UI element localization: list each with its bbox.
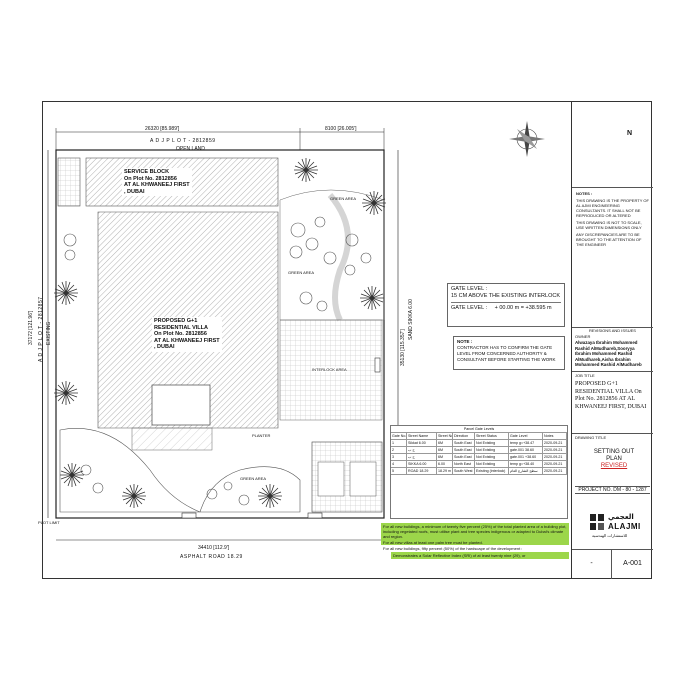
notes-block: NOTES : THIS DRAWING IS THE PROPERTY OF … (576, 191, 649, 247)
project-title: PROPOSED G+1 RESIDENTIAL VILLA On Plot N… (575, 381, 647, 410)
shrubs (63, 216, 372, 506)
green-area-left (59, 428, 201, 513)
table-cell: 4 (391, 461, 407, 468)
table-cell: 6M (437, 447, 453, 454)
interlock-area-label: INTERLOCK AREA (312, 367, 347, 372)
table-cell: South West (453, 468, 475, 475)
plot-limit-label: PLOT LIMIT (38, 520, 60, 525)
logo-subtitle: للاستشارات الهندسية (592, 533, 628, 538)
table-cell: Existing (interlock) (475, 468, 509, 475)
table-cell: 5 (391, 468, 407, 475)
table-cell: gate.001 38.60 (509, 447, 543, 454)
pool-area (151, 384, 211, 426)
table-cell: 2020-09-21 (543, 447, 567, 454)
sand-sikka-label: SAND SIKKA 6.00 (408, 299, 414, 340)
table-cell: 2020-09-21 (543, 468, 567, 475)
owner-name: Alwazaya Ibrahim Mohammed Rashid AlMudha… (575, 340, 642, 367)
dim-right: 35130 [115.357'] (400, 329, 406, 366)
project-number: PROJECT NO. DM - 80 - 1287 (575, 486, 650, 494)
open-land-label: OPEN LAND (176, 146, 205, 152)
dim-left: 37172 [121.96'] (28, 310, 34, 345)
contractor-note: NOTE : CONTRACTOR HAS TO CONFIRM THE GAT… (453, 336, 565, 370)
table-cell: SIKKA 6.00 (407, 461, 437, 468)
dim-top-right: 8100 [26.005'] (325, 126, 357, 132)
green-building-notes: For all new buildings, a minimum of twen… (381, 523, 569, 571)
job-label: JOB TITLE (575, 373, 595, 378)
drawing-label: DRAWING TITLE (575, 435, 607, 440)
table-cell: 6M (437, 454, 453, 461)
table-cell: Street No. (437, 433, 453, 440)
table-cell: Not Existing (475, 440, 509, 447)
table-cell: 2 (391, 447, 407, 454)
planter-label: PLANTER (252, 433, 271, 438)
villa-label: PROPOSED G+1 RESIDENTIAL VILLA On Plot N… (152, 317, 222, 352)
compass-north-label: N (627, 130, 633, 137)
drawing-title: SETTING OUT PLAN REVISED (593, 449, 635, 469)
owner-label: OWNER (575, 334, 591, 339)
table-cell: gate.001 +38.60 (509, 454, 543, 461)
table-cell: temp g=+38.40 (509, 461, 543, 468)
table-cell: Direction (453, 433, 475, 440)
table-cell: 18.29 m (437, 468, 453, 475)
compass-rose (509, 121, 545, 157)
table-cell: Gate Level (509, 433, 543, 440)
table-cell: سطح الشارع العام (509, 468, 543, 475)
table-cell: North East (453, 461, 475, 468)
table-cell: Street Status (475, 433, 509, 440)
sheet-dash: - (572, 549, 612, 579)
table-cell: Not Existing (475, 447, 509, 454)
green-area-label-2: GREEN AREA (288, 270, 315, 275)
green-area-label-3: GREEN AREA (240, 476, 267, 481)
logo-arabic: العجمي (608, 514, 634, 521)
table-cell: ح ب (407, 447, 437, 454)
table-cell: Notes (543, 433, 567, 440)
asphalt-road-label: ASPHALT ROAD 18.29 (180, 554, 243, 560)
palm-trees (54, 158, 386, 508)
table-cell: 2020-09-21 (543, 454, 567, 461)
table-cell: 6.00 (437, 461, 453, 468)
adj-plot-left: A D J P L O T - 2812857 (38, 296, 44, 362)
table-cell: Sikkat 6.00 (407, 440, 437, 447)
table-cell: Street Name (407, 433, 437, 440)
table-cell: South East (453, 440, 475, 447)
table-cell: Gate No. (391, 433, 407, 440)
green-area-label-1: GREEN AREA (330, 196, 357, 201)
table-cell: 2020-09-21 (543, 440, 567, 447)
table-cell: 1 (391, 440, 407, 447)
dim-bottom: 34410 [112.9'] (198, 545, 230, 551)
table-cell: 6M (437, 440, 453, 447)
logo-text: ALAJMI (608, 522, 641, 531)
service-block-label: SERVICE BLOCK On Plot No. 2812856 AT AL … (122, 168, 192, 196)
sheet-number: A-001 (623, 560, 642, 567)
alajmi-logo-icon (590, 514, 604, 530)
existing-label: EXISTING (46, 321, 52, 345)
table-cell: Not Existing (475, 461, 509, 468)
table-cell: 3 (391, 454, 407, 461)
table-cell: 2020-09-21 (543, 461, 567, 468)
title-block: N NOTES : THIS DRAWING IS THE PROPERTY O… (571, 101, 653, 579)
table-cell: ROAD 18.29 (407, 468, 437, 475)
table-cell: ح ب (407, 454, 437, 461)
table-cell: South East (453, 447, 475, 454)
plot-boundary (55, 149, 385, 519)
dim-top-left: 26320 [85.989'] (145, 126, 180, 132)
gate-level-box: GATE LEVEL : 15 CM ABOVE THE EXISTING IN… (447, 283, 565, 327)
table-cell: South East (453, 454, 475, 461)
adj-plot-top: A D J P L O T - 2812859 (150, 138, 216, 144)
table-cell: Not Existing (475, 454, 509, 461)
table-cell: temp g=+38.47 (509, 440, 543, 447)
revisions-title: REVISIONS AND ISSUES (572, 327, 653, 333)
